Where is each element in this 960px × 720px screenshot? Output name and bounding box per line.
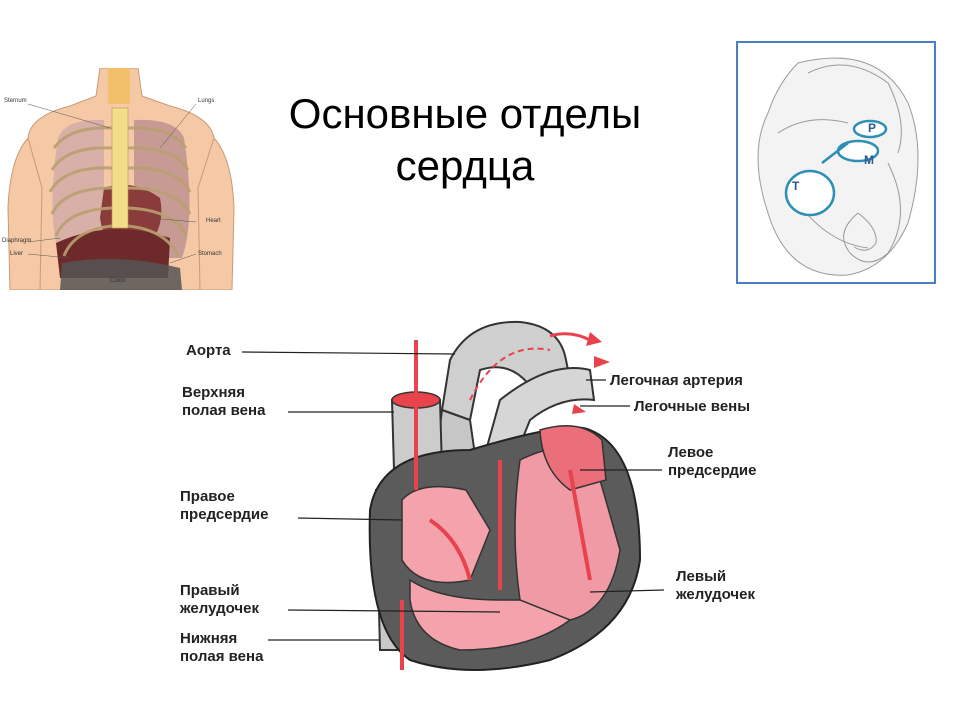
label-left-ventricle-1: Левый [676, 568, 727, 585]
label-colon: Colon [110, 278, 126, 284]
valve-label-m: М [864, 153, 874, 167]
label-left-atrium-1: Левое [668, 444, 714, 461]
label-inferior-vena-cava-1: Нижняя [180, 630, 238, 647]
label-pulmonary-veins: Легочные вены [634, 398, 751, 415]
label-left-atrium-2: предсердие [668, 462, 757, 479]
label-diaphragm: Diaphragm [2, 238, 32, 244]
label-right-ventricle-2: желудочек [180, 600, 259, 617]
valves-drawing [757, 57, 919, 276]
label-sternum: Sternum [4, 98, 27, 104]
label-aorta: Аорта [186, 342, 231, 359]
label-left-ventricle-2: желудочек [676, 586, 755, 603]
label-inferior-vena-cava-2: полая вена [180, 648, 264, 665]
label-stomach: Stomach [198, 251, 222, 257]
label-right-atrium-1: Правое [180, 488, 235, 505]
chest-illustration: Sternum Lungs Heart Diaphragm Liver Stom… [0, 67, 262, 291]
label-heart: Heart [206, 218, 221, 224]
label-superior-vena-cava-2: полая вена [182, 402, 266, 419]
label-pulmonary-artery: Легочная артерия [610, 372, 743, 389]
label-right-ventricle-1: Правый [180, 582, 240, 599]
label-lungs: Lungs [198, 98, 215, 104]
label-liver: Liver [10, 251, 24, 257]
heart-drawing [241, 320, 665, 671]
heart-diagram: Аорта Верхняя полая вена Правое предсерд… [170, 300, 810, 710]
label-right-atrium-2: предсердие [180, 506, 269, 523]
heart-valves-sketch: Р М Т [736, 41, 936, 284]
valve-label-p: Р [868, 121, 877, 135]
label-superior-vena-cava-1: Верхняя [182, 384, 246, 401]
slide-title: Основные отделы сердца [288, 90, 642, 189]
valve-label-t: Т [792, 179, 800, 193]
chest-drawing [7, 67, 235, 291]
